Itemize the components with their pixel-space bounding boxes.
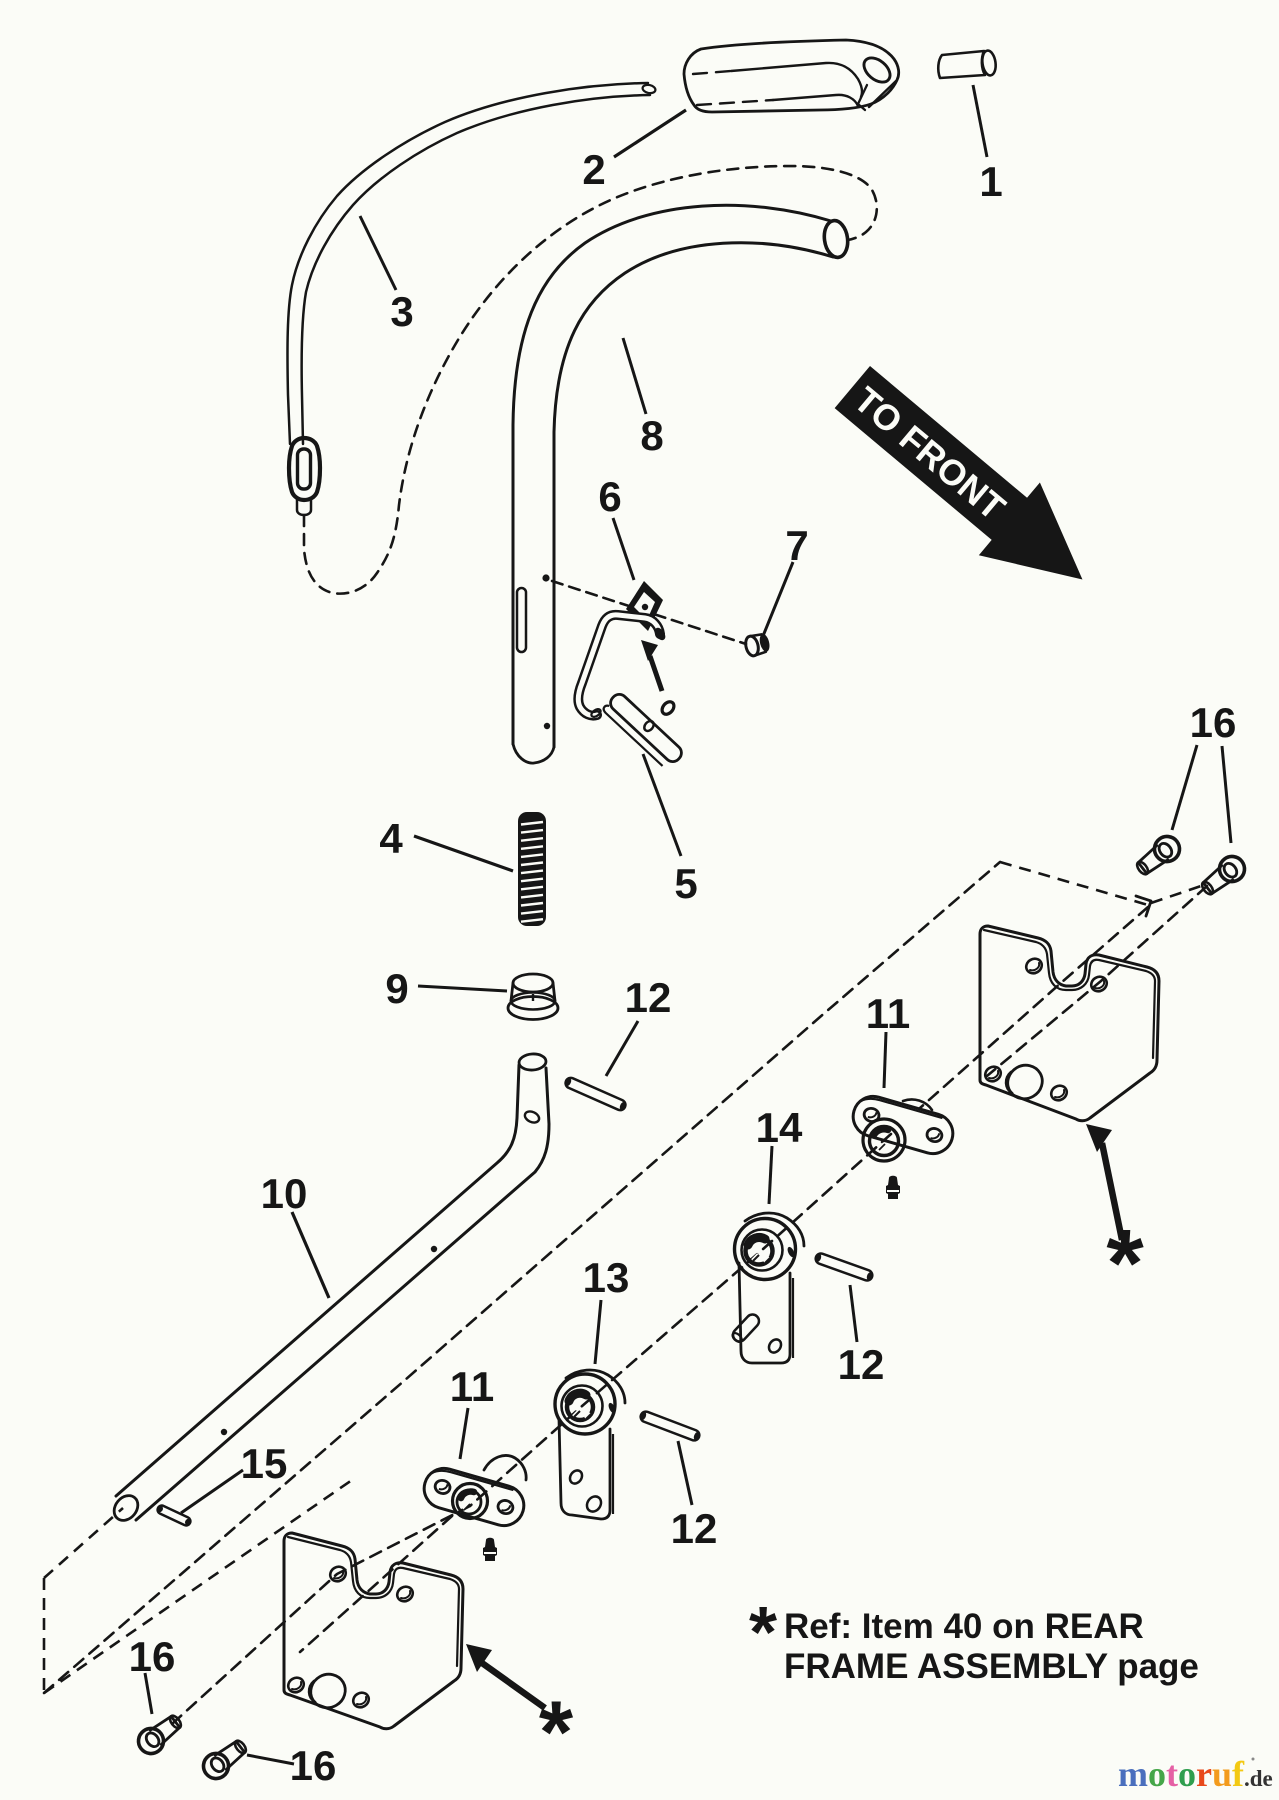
- svg-text:*: *: [1106, 1210, 1144, 1317]
- svg-text:11: 11: [450, 1363, 494, 1410]
- svg-text:*: *: [749, 1593, 777, 1673]
- svg-text:4: 4: [379, 815, 403, 862]
- svg-text:9: 9: [385, 965, 408, 1012]
- svg-text:15: 15: [241, 1440, 288, 1487]
- svg-text:14: 14: [756, 1104, 803, 1151]
- svg-text:2: 2: [582, 146, 605, 193]
- svg-text:11: 11: [866, 990, 910, 1037]
- svg-text:FRAME ASSEMBLY page: FRAME ASSEMBLY page: [784, 1647, 1199, 1686]
- svg-text:3: 3: [390, 288, 413, 335]
- svg-text:Ref: Item 40 on REAR: Ref: Item 40 on REAR: [784, 1607, 1144, 1646]
- svg-text:7: 7: [785, 522, 808, 569]
- svg-text:16: 16: [1190, 699, 1237, 746]
- svg-text:16: 16: [290, 1742, 337, 1789]
- svg-text:*: *: [539, 1682, 574, 1781]
- svg-text:6: 6: [598, 473, 621, 520]
- svg-text:10: 10: [261, 1170, 308, 1217]
- svg-text:12: 12: [671, 1505, 718, 1552]
- svg-text:motoruf.de: motoruf.de: [1118, 1754, 1273, 1794]
- svg-text:12: 12: [625, 974, 672, 1021]
- svg-text:5: 5: [674, 860, 697, 907]
- svg-text:16: 16: [129, 1633, 176, 1680]
- svg-text:1: 1: [979, 158, 1002, 205]
- svg-text:12: 12: [838, 1341, 885, 1388]
- svg-text:8: 8: [640, 412, 663, 459]
- svg-text:13: 13: [583, 1254, 630, 1301]
